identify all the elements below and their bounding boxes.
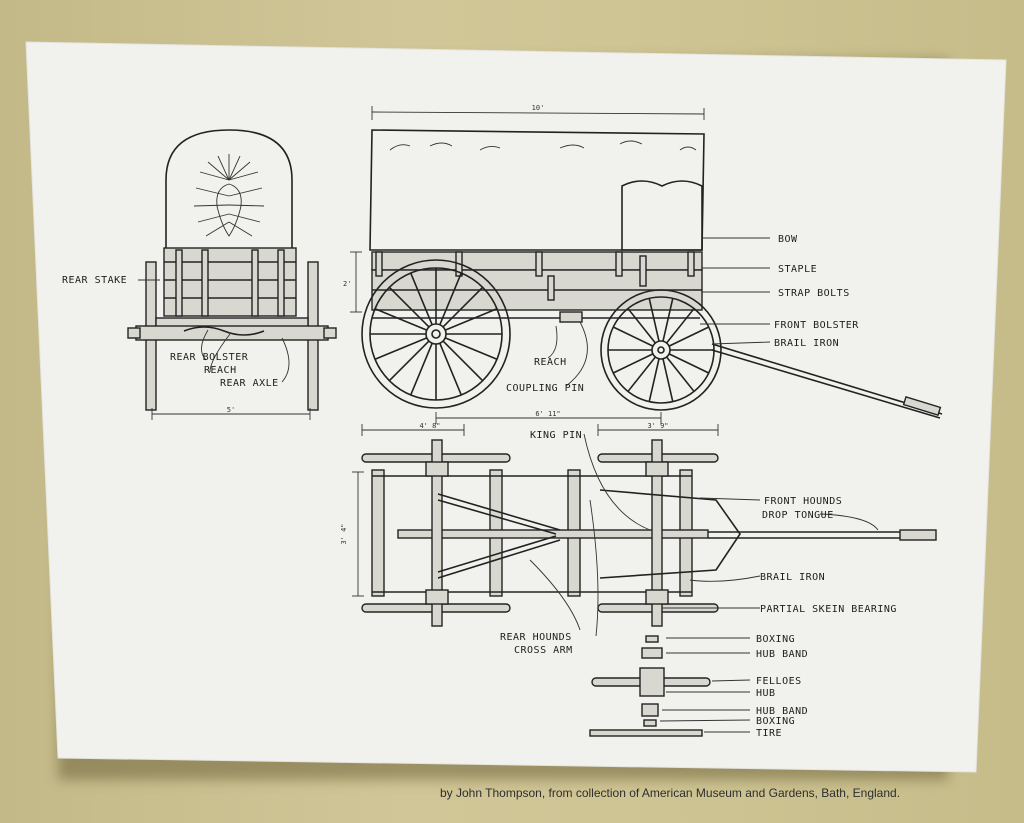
wheel-spoke [662, 358, 674, 402]
label-rear-axle: REAR AXLE [220, 378, 279, 389]
label-hub-band-top: HUB BAND [756, 649, 808, 660]
label-boxing-bottom: BOXING [756, 716, 795, 727]
label-tire: TIRE [756, 728, 782, 739]
label-front-hounds: FRONT HOUNDS [764, 496, 842, 507]
wheel-spoke [410, 342, 433, 396]
wheel-spoke [648, 298, 660, 342]
wheel-spoke [439, 342, 462, 396]
wheel-spoke [374, 337, 428, 360]
wheel-spoke [612, 326, 654, 347]
label-boxing-top: BOXING [756, 634, 795, 645]
side-dimensions: 10' 2' 6' 11" [343, 104, 705, 424]
label-brail-iron-top: BRAIL IRON [774, 338, 839, 349]
wheel-spoke [648, 358, 660, 402]
wheel-spoke [388, 340, 430, 382]
label-partial-skein-bearing: PARTIAL SKEIN BEARING [760, 604, 897, 615]
wheel-spoke [627, 356, 657, 392]
bed-width-text: 3' 4" [340, 523, 348, 544]
rear-width-text: 5' [227, 406, 235, 414]
plate-surface [25, 41, 1007, 773]
label-hub: HUB [756, 688, 776, 699]
label-bow: BOW [778, 234, 798, 245]
top-view-drawing: 4' 8" 3' 9" 3' 4" [340, 422, 937, 627]
leader-lines [138, 237, 879, 733]
wheel-spoke [444, 337, 498, 360]
wheel-spoke [665, 356, 695, 392]
wheel-spoke [442, 340, 484, 382]
label-coupling-pin: COUPLING PIN [506, 383, 584, 394]
length-text: 10' [532, 104, 545, 112]
wheelbase-text: 6' 11" [535, 410, 560, 418]
wheel-spoke [662, 298, 674, 342]
label-staple: STAPLE [778, 264, 817, 275]
rear-track-text: 4' 8" [419, 422, 440, 430]
hub-parts-drawing [589, 635, 711, 737]
wheel-spoke [612, 353, 654, 374]
side-view-drawing [361, 129, 943, 419]
label-reach-mid: REACH [534, 357, 567, 368]
front-track-text: 3' 9" [647, 422, 668, 430]
wheel-spoke [439, 272, 462, 326]
rear-view-drawing [127, 129, 337, 411]
label-king-pin: KING PIN [530, 430, 582, 441]
label-reach-left: REACH [204, 365, 237, 376]
wheel-spoke [627, 308, 657, 344]
label-drop-tongue: DROP TONGUE [762, 510, 834, 521]
label-front-bolster: FRONT BOLSTER [774, 320, 859, 331]
label-rear-hounds: REAR HOUNDS [500, 632, 572, 643]
height-text: 2' [343, 280, 351, 288]
front-wheel-spokes [608, 298, 714, 402]
label-felloes: FELLOES [756, 676, 802, 687]
wheel-spoke [668, 326, 710, 347]
label-hub-band-bottom: HUB BAND [756, 706, 808, 717]
wheel-spoke [410, 272, 433, 326]
wheel-spoke [665, 308, 695, 344]
wheel-spoke [374, 308, 428, 331]
label-rear-stake: REAR STAKE [62, 275, 127, 286]
wheel-spoke [442, 286, 484, 328]
wheel-spoke [444, 308, 498, 331]
wheel-spoke [668, 353, 710, 374]
rear-width-dimension: 5' [151, 406, 311, 420]
label-rear-bolster: REAR BOLSTER [170, 352, 249, 363]
rear-wheel-spokes [370, 268, 502, 400]
photo-caption: by John Thompson, from collection of Ame… [440, 786, 901, 800]
label-brail-iron-bottom: BRAIL IRON [760, 572, 825, 583]
label-strap-bolts: STRAP BOLTS [778, 288, 850, 299]
wheel-spoke [388, 286, 430, 328]
label-cross-arm: CROSS ARM [514, 645, 573, 656]
